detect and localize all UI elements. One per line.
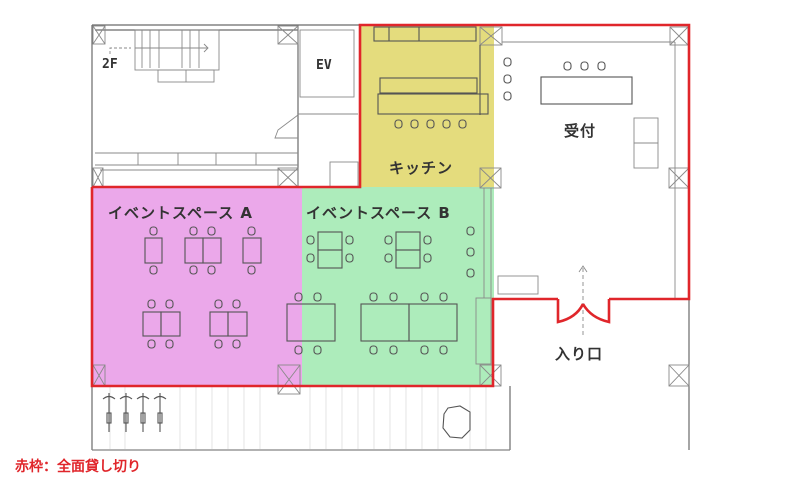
kitchen-counters: [373, 26, 489, 129]
legend-full-rental: 赤枠：全面貸し切り: [15, 459, 141, 475]
reception-furniture: [497, 57, 659, 335]
bicycles: [102, 393, 167, 432]
kitchen-zone[interactable]: [360, 25, 494, 187]
event-space-b-zone[interactable]: [302, 187, 494, 386]
event-space-a-zone[interactable]: [92, 187, 302, 386]
full-rental-boundary: [90, 23, 691, 388]
stairs: [109, 29, 220, 83]
stairs-2f-label: 2F: [102, 57, 118, 72]
pillars: [92, 25, 690, 395]
elevator-label: EV: [316, 58, 332, 73]
event-space-a-label: イベントスペース A: [108, 204, 253, 222]
event-space-b-tables: [286, 188, 492, 365]
kitchen-label: キッチン: [389, 159, 453, 177]
event-space-b-label: イベントスペース B: [306, 204, 451, 222]
entrance-label: 入り口: [555, 345, 603, 363]
terrace: [92, 387, 510, 451]
reception-label: 受付: [564, 122, 596, 140]
event-space-a-tables: [142, 226, 262, 349]
